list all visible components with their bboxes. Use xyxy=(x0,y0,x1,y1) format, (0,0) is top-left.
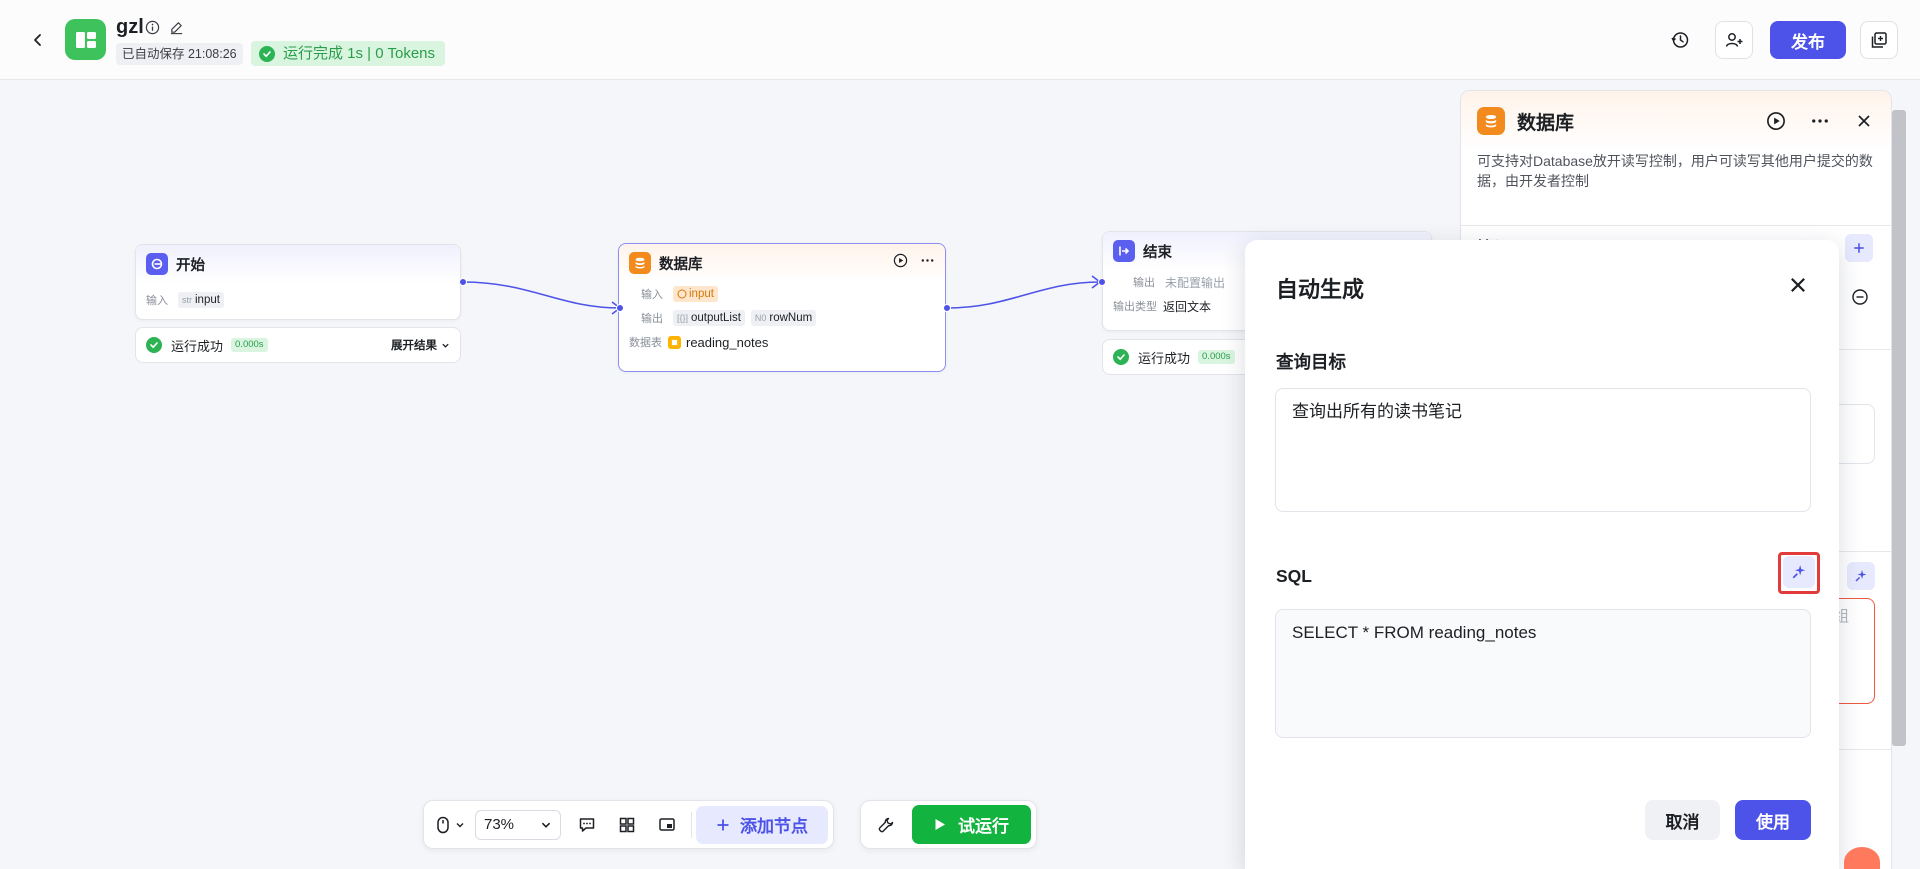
node-title: 数据库 xyxy=(659,256,703,273)
output-value: 未配置输出 xyxy=(1165,275,1226,290)
output-label: 输出 xyxy=(641,313,663,325)
start-result-bar: 运行成功 0.000s 展开结果 xyxy=(135,327,461,363)
trial-run-button[interactable]: 试运行 xyxy=(912,805,1031,844)
assistant-mascot[interactable] xyxy=(1844,847,1880,869)
start-output-port[interactable] xyxy=(459,278,467,286)
plus-icon xyxy=(717,819,729,830)
app-logo xyxy=(65,19,106,60)
chevron-down-icon xyxy=(541,822,551,828)
auto-generate-dialog: 自动生成 查询目标 查询出所有的读书笔记 SQL SELECT * FROM r… xyxy=(1245,240,1839,869)
database-input-port[interactable] xyxy=(616,304,624,312)
edit-icon[interactable] xyxy=(168,19,184,35)
sparkle-icon[interactable] xyxy=(1783,556,1815,588)
result-status: 运行成功 xyxy=(171,338,224,354)
top-header: gzl 已自动保存 21:08:26 运行完成 1s | 0 Tokens 发布 xyxy=(0,0,1920,80)
autosave-status: 已自动保存 21:08:26 xyxy=(116,43,243,65)
more-icon[interactable] xyxy=(920,253,935,273)
history-icon[interactable] xyxy=(1661,21,1699,59)
output-type-label: 输出类型 xyxy=(1113,301,1157,313)
remove-circle-icon[interactable] xyxy=(1851,288,1871,308)
input-label: 输入 xyxy=(146,295,168,307)
run-status-text: 运行完成 1s | 0 Tokens xyxy=(283,45,436,62)
node-title: 结束 xyxy=(1143,244,1172,261)
collaborators-icon[interactable] xyxy=(1715,21,1753,59)
query-target-input[interactable]: 查询出所有的读书笔记 xyxy=(1275,388,1811,512)
input-tag: input xyxy=(673,286,718,302)
minimap-icon[interactable] xyxy=(647,807,687,843)
panel-scrollbar[interactable] xyxy=(1892,110,1906,746)
output-tag-list: [{}]outputList xyxy=(673,310,745,326)
output-label: 输出 xyxy=(1133,277,1155,289)
input-label: 输入 xyxy=(641,289,663,301)
more-icon[interactable] xyxy=(1809,110,1831,132)
expand-result-button[interactable]: 展开结果 xyxy=(391,337,450,353)
zoom-value: 73% xyxy=(484,816,515,833)
check-circle-icon xyxy=(1113,349,1129,365)
check-circle-icon xyxy=(259,45,275,62)
chevron-down-icon xyxy=(456,822,464,827)
sparkle-icon[interactable] xyxy=(1847,562,1875,590)
close-icon[interactable] xyxy=(1785,272,1811,298)
highlight-box xyxy=(1778,552,1820,594)
result-status: 运行成功 xyxy=(1138,350,1191,366)
close-icon[interactable] xyxy=(1853,110,1875,132)
zoom-select[interactable]: 73% xyxy=(475,809,561,840)
publish-button[interactable]: 发布 xyxy=(1770,21,1846,59)
canvas-toolbar: 73% 添加节点 xyxy=(423,800,834,849)
run-status-badge: 运行完成 1s | 0 Tokens xyxy=(251,41,446,66)
database-icon xyxy=(1477,107,1505,135)
use-button[interactable]: 使用 xyxy=(1735,800,1811,840)
sql-input[interactable]: SELECT * FROM reading_notes xyxy=(1275,609,1811,738)
database-icon xyxy=(629,252,651,274)
play-icon xyxy=(935,819,945,830)
add-node-button[interactable]: 添加节点 xyxy=(696,805,828,844)
play-circle-icon[interactable] xyxy=(1765,110,1787,132)
database-output-port[interactable] xyxy=(943,304,951,312)
result-time: 0.000s xyxy=(231,338,268,352)
table-label: 数据表 xyxy=(629,337,662,349)
layout-icon[interactable] xyxy=(607,807,647,843)
result-time: 0.000s xyxy=(1198,350,1235,364)
cancel-button[interactable]: 取消 xyxy=(1645,800,1720,840)
node-title: 开始 xyxy=(176,257,205,274)
end-input-port[interactable] xyxy=(1098,278,1106,286)
sql-label: SQL xyxy=(1276,566,1312,586)
warning-circle-icon xyxy=(677,289,687,299)
info-icon[interactable] xyxy=(144,19,160,35)
pointer-mode-button[interactable] xyxy=(429,807,471,843)
comment-icon[interactable] xyxy=(567,807,607,843)
query-target-label: 查询目标 xyxy=(1276,352,1346,372)
start-icon xyxy=(146,253,168,275)
end-icon xyxy=(1113,240,1135,262)
output-type-value: 返回文本 xyxy=(1163,299,1212,314)
table-name: reading_notes xyxy=(686,334,769,350)
duplicate-icon[interactable] xyxy=(1860,21,1898,59)
play-circle-icon[interactable] xyxy=(893,253,908,273)
app-title: gzl xyxy=(116,16,144,38)
plus-icon xyxy=(1854,243,1864,253)
run-toolbar: 试运行 xyxy=(860,800,1037,849)
check-circle-icon xyxy=(146,337,162,353)
panel-description: 可支持对Database放开读写控制，用户可读写其他用户提交的数据，由开发者控制 xyxy=(1477,153,1873,189)
mouse-icon xyxy=(437,816,449,833)
wrench-icon[interactable] xyxy=(866,807,906,843)
chevron-down-icon xyxy=(442,343,449,348)
add-input-button[interactable] xyxy=(1845,234,1873,262)
dialog-title: 自动生成 xyxy=(1276,277,1365,302)
panel-title: 数据库 xyxy=(1517,112,1575,134)
back-arrow-icon[interactable] xyxy=(26,28,50,52)
table-icon xyxy=(668,335,681,349)
